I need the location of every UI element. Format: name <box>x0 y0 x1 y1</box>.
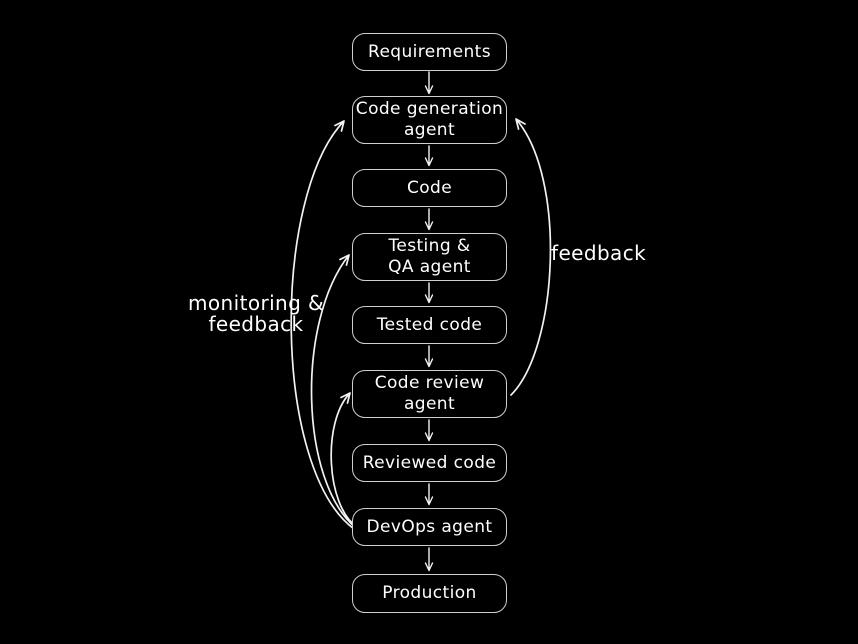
flow-arrow-requirements-to-codegen <box>424 71 434 95</box>
label-monitoring-feedback: monitoring & feedback <box>188 291 324 336</box>
node-testing-qa-agent: Testing & QA agent <box>352 233 507 281</box>
node-production: Production <box>352 574 507 613</box>
node-code: Code <box>352 169 507 207</box>
flow-arrow-testing-to-tested <box>424 282 434 304</box>
feedback-arrow-devops-to-codegen <box>290 120 355 530</box>
node-tested-code: Tested code <box>352 306 507 344</box>
node-devops-agent: DevOps agent <box>352 508 507 546</box>
flow-arrow-reviewed-to-devops <box>424 483 434 506</box>
node-requirements: Requirements <box>352 33 507 71</box>
feedback-arrow-devops-to-review <box>330 392 358 528</box>
label-feedback: feedback <box>551 241 647 265</box>
node-code-review-agent: Code review agent <box>352 370 507 418</box>
flow-arrow-devops-to-production <box>424 547 434 572</box>
flow-arrow-code-to-testing <box>424 208 434 231</box>
flow-arrow-codegen-to-code <box>424 145 434 167</box>
flow-arrow-tested-to-review <box>424 345 434 368</box>
flow-arrow-review-to-reviewed <box>424 419 434 442</box>
feedback-arrow-devops-to-testing <box>310 254 357 529</box>
node-reviewed-code: Reviewed code <box>352 444 507 482</box>
feedback-arrow-review-to-codegen <box>510 118 552 396</box>
node-code-generation-agent: Code generation agent <box>352 96 507 144</box>
